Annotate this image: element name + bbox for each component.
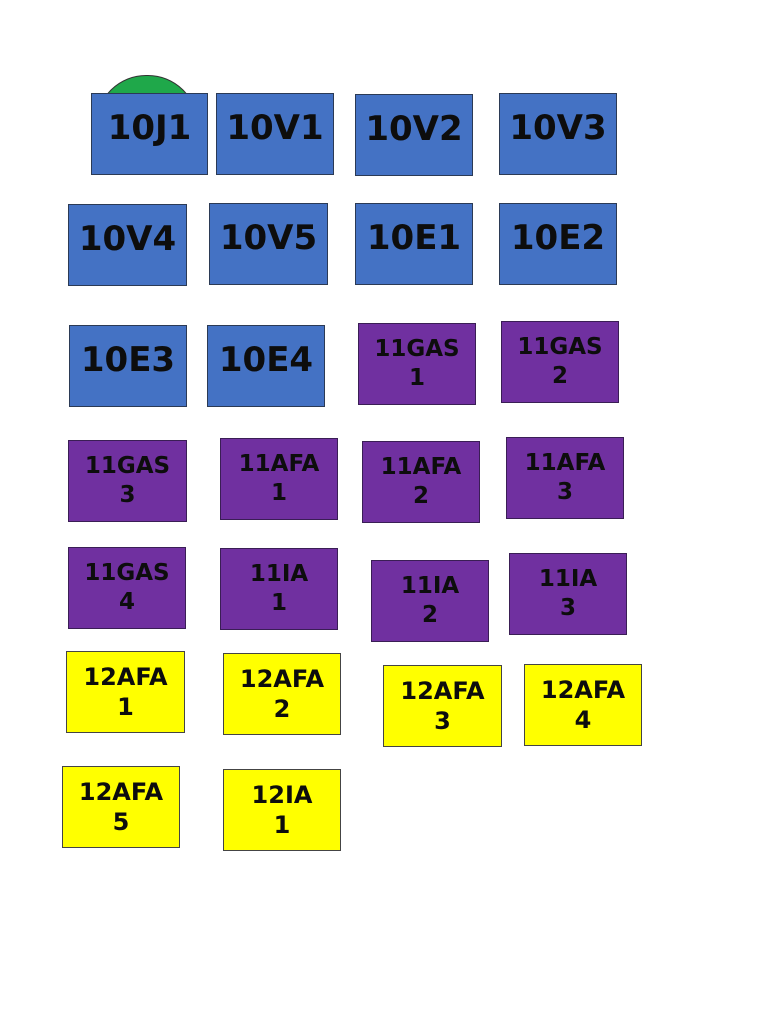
class-10e3: 10E3 <box>69 325 187 407</box>
class-11gas-4: 11GAS 4 <box>68 547 186 629</box>
class-11afa-3: 11AFA 3 <box>506 437 624 519</box>
class-10e4: 10E4 <box>207 325 325 407</box>
class-12afa-5: 12AFA 5 <box>62 766 180 848</box>
class-12afa-4: 12AFA 4 <box>524 664 642 746</box>
class-12afa-3: 12AFA 3 <box>383 665 502 747</box>
class-11gas-2: 11GAS 2 <box>501 321 619 403</box>
class-10j1: 10J1 <box>91 93 208 175</box>
class-10v2: 10V2 <box>355 94 473 176</box>
class-11ia-3: 11IA 3 <box>509 553 627 635</box>
class-11ia-2: 11IA 2 <box>371 560 489 642</box>
class-12afa-2: 12AFA 2 <box>223 653 341 735</box>
class-11gas-1: 11GAS 1 <box>358 323 476 405</box>
class-10e1: 10E1 <box>355 203 473 285</box>
class-10e2: 10E2 <box>499 203 617 285</box>
class-12ia-1: 12IA 1 <box>223 769 341 851</box>
class-11gas-3: 11GAS 3 <box>68 440 187 522</box>
class-12afa-1: 12AFA 1 <box>66 651 185 733</box>
class-10v4: 10V4 <box>68 204 187 286</box>
class-11ia-1: 11IA 1 <box>220 548 338 630</box>
class-11afa-1: 11AFA 1 <box>220 438 338 520</box>
class-10v5: 10V5 <box>209 203 328 285</box>
class-10v1: 10V1 <box>216 93 334 175</box>
class-11afa-2: 11AFA 2 <box>362 441 480 523</box>
class-10v3: 10V3 <box>499 93 617 175</box>
